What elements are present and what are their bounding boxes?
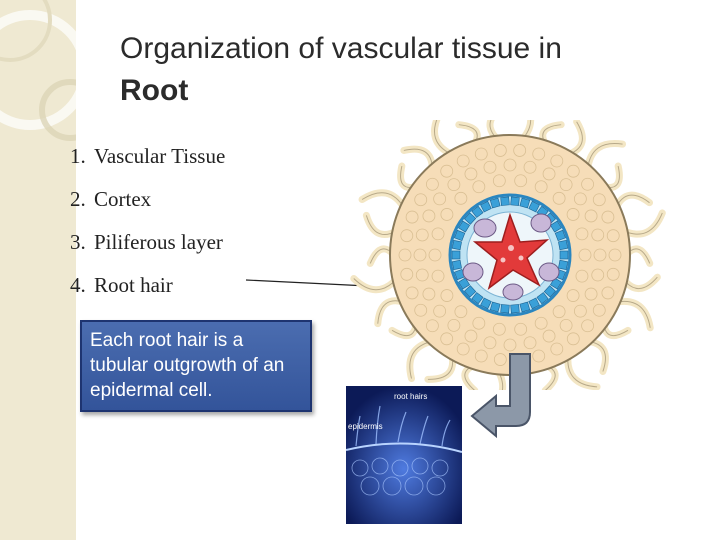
title-line-1: Organization of vascular tissue in <box>120 32 562 65</box>
arrow-icon <box>470 353 531 439</box>
root-hair-callout: Each root hair is a tubular outgrowth of… <box>80 320 312 412</box>
root-cross-section-diagram <box>350 120 666 390</box>
page-title: Organization of vascular tissue in Root <box>120 28 680 112</box>
numbered-list: 1.Vascular Tissue 2.Cortex 3.Piliferous … <box>70 140 225 312</box>
label-root-hairs: root hairs <box>394 392 428 401</box>
micrograph-cells <box>346 386 462 524</box>
micrograph-image: root hairs epidermis <box>346 386 462 524</box>
list-item: 4.Root hair <box>70 273 173 297</box>
list-item: 2.Cortex <box>70 187 152 211</box>
callout-text: Each root hair is a tubular outgrowth of… <box>90 330 285 401</box>
title-line-2: Root <box>120 74 189 107</box>
decorative-side-strip <box>0 0 76 540</box>
decorative-rings <box>0 0 76 141</box>
label-epidermis: epidermis <box>348 422 383 431</box>
list-item: 3.Piliferous layer <box>70 230 223 254</box>
list-item: 1.Vascular Tissue <box>70 144 226 168</box>
